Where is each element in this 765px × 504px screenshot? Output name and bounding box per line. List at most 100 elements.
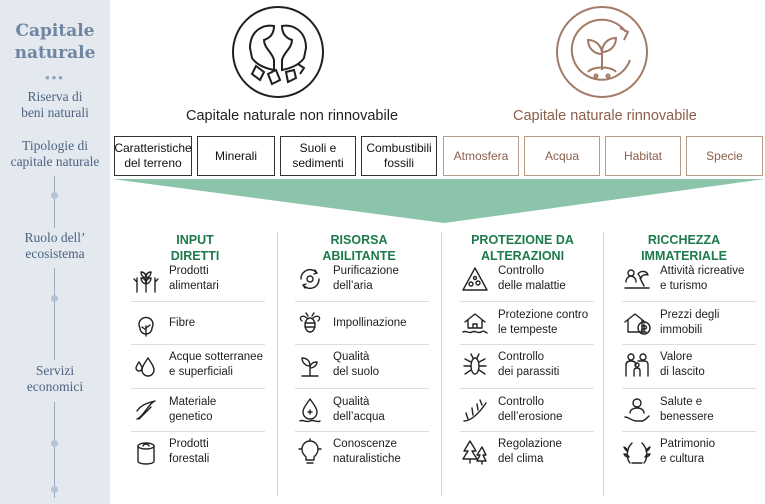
category-minerali: Minerali xyxy=(197,136,275,176)
column-head-line: ABILITANTE xyxy=(322,249,396,263)
category-label: del terreno xyxy=(124,156,182,170)
service-label: Controllo dei parassiti xyxy=(498,350,559,380)
rail-ruolo-line1: Ruolo dell’ xyxy=(24,230,86,245)
tree-icon xyxy=(131,308,161,338)
service-label: Acque sotterranee e superficiali xyxy=(169,350,263,380)
laurel-icon xyxy=(622,437,652,467)
rail-dot xyxy=(51,486,58,493)
forest-icon xyxy=(460,437,490,467)
rail-dot xyxy=(51,440,58,447)
water-quality-icon xyxy=(295,395,325,425)
row-divider xyxy=(622,344,756,345)
service-label-line: Prodotti xyxy=(169,265,209,277)
family-icon xyxy=(622,350,652,380)
service-label: Qualità dell’acqua xyxy=(333,395,385,425)
category-label: Specie xyxy=(706,148,743,163)
service-label-line: Purificazione xyxy=(333,265,399,277)
category-habitat: Habitat xyxy=(605,136,681,176)
row-divider xyxy=(460,301,594,302)
service-label-line: Materiale xyxy=(169,396,217,408)
service-label: Impollinazione xyxy=(333,316,407,331)
service-label-line: e cultura xyxy=(660,453,705,465)
service-label: Attività ricreative e turismo xyxy=(660,264,744,294)
rail-tipologie-line1: Tipologie di xyxy=(22,138,88,153)
service-label-line: immobili xyxy=(660,324,703,336)
column-divider xyxy=(603,232,604,496)
rail-dot xyxy=(51,295,58,302)
service-item: Controllo dei parassiti xyxy=(460,350,559,380)
funnel-shape xyxy=(112,179,765,223)
service-label-line: e superficiali xyxy=(169,366,233,378)
category-label: Caratteristiche xyxy=(114,141,192,155)
row-divider xyxy=(622,301,756,302)
category-label: Minerali xyxy=(214,148,257,163)
air-cycle-icon xyxy=(295,264,325,294)
row-divider xyxy=(131,431,265,432)
service-label-line: e turismo xyxy=(660,280,708,292)
recreation-icon xyxy=(622,264,652,294)
service-label-line: Conoscenze xyxy=(333,438,397,450)
service-label-line: del suolo xyxy=(333,366,380,378)
rail-title: Capitale naturale xyxy=(0,20,110,64)
service-label-line: Impollinazione xyxy=(333,316,407,329)
category-label: sedimenti xyxy=(292,156,344,170)
service-label-line: Patrimonio xyxy=(660,438,715,450)
rail-title-line1: Capitale xyxy=(15,21,95,41)
service-label-line: Controllo xyxy=(498,351,545,363)
rail-connector xyxy=(54,268,55,360)
service-label-line: Protezione contro xyxy=(498,309,589,321)
service-label-line: delle malattie xyxy=(498,280,566,292)
row-divider xyxy=(131,344,265,345)
row-divider xyxy=(131,388,265,389)
left-rail: Capitale naturale ••• Riserva di beni na… xyxy=(0,0,110,504)
service-label-line: dell’erosione xyxy=(498,411,563,423)
service-label-line: forestali xyxy=(169,453,210,465)
row-divider xyxy=(622,431,756,432)
rail-riserva: Riserva di beni naturali xyxy=(0,89,110,121)
erosion-icon xyxy=(460,395,490,425)
service-item: Attività ricreative e turismo xyxy=(622,264,744,294)
category-specie: Specie xyxy=(686,136,763,176)
category-label: Atmosfera xyxy=(453,148,509,163)
insect-icon xyxy=(460,350,490,380)
service-label: Valore di lascito xyxy=(660,350,705,380)
rail-tipologie: Tipologie di capitale naturale xyxy=(0,138,110,170)
rail-connector xyxy=(54,402,55,498)
service-item: Fibre xyxy=(131,308,195,338)
service-label-line: dell’aria xyxy=(333,280,373,292)
column-head-line: ALTERAZIONI xyxy=(480,249,565,263)
rail-servizi-line1: Servizi xyxy=(35,363,75,378)
service-label-line: Attività ricreative xyxy=(660,265,745,277)
bee-icon xyxy=(295,308,325,338)
service-label-line: Valore xyxy=(660,351,693,363)
service-label-line: Acque sotterranee xyxy=(169,351,263,363)
service-item: Controllo dell’erosione xyxy=(460,395,563,425)
service-label-line: Controllo xyxy=(498,396,545,408)
service-label-line: genetico xyxy=(169,411,213,423)
renewable-plant-icon xyxy=(556,6,648,98)
category-label: Suoli e xyxy=(299,141,337,155)
column-divider xyxy=(277,232,278,496)
column-head-line: RICCHEZZA xyxy=(647,233,721,247)
service-item: Purificazione dell’aria xyxy=(295,264,399,294)
service-label-line: dell’acqua xyxy=(333,411,385,423)
rail-riserva-line2: beni naturali xyxy=(21,105,89,120)
service-label-line: di lascito xyxy=(660,366,705,378)
column-divider xyxy=(441,232,442,496)
row-divider xyxy=(460,344,594,345)
service-label-line: Qualità xyxy=(333,396,370,408)
service-label-line: dei parassiti xyxy=(498,366,560,378)
row-divider xyxy=(460,431,594,432)
